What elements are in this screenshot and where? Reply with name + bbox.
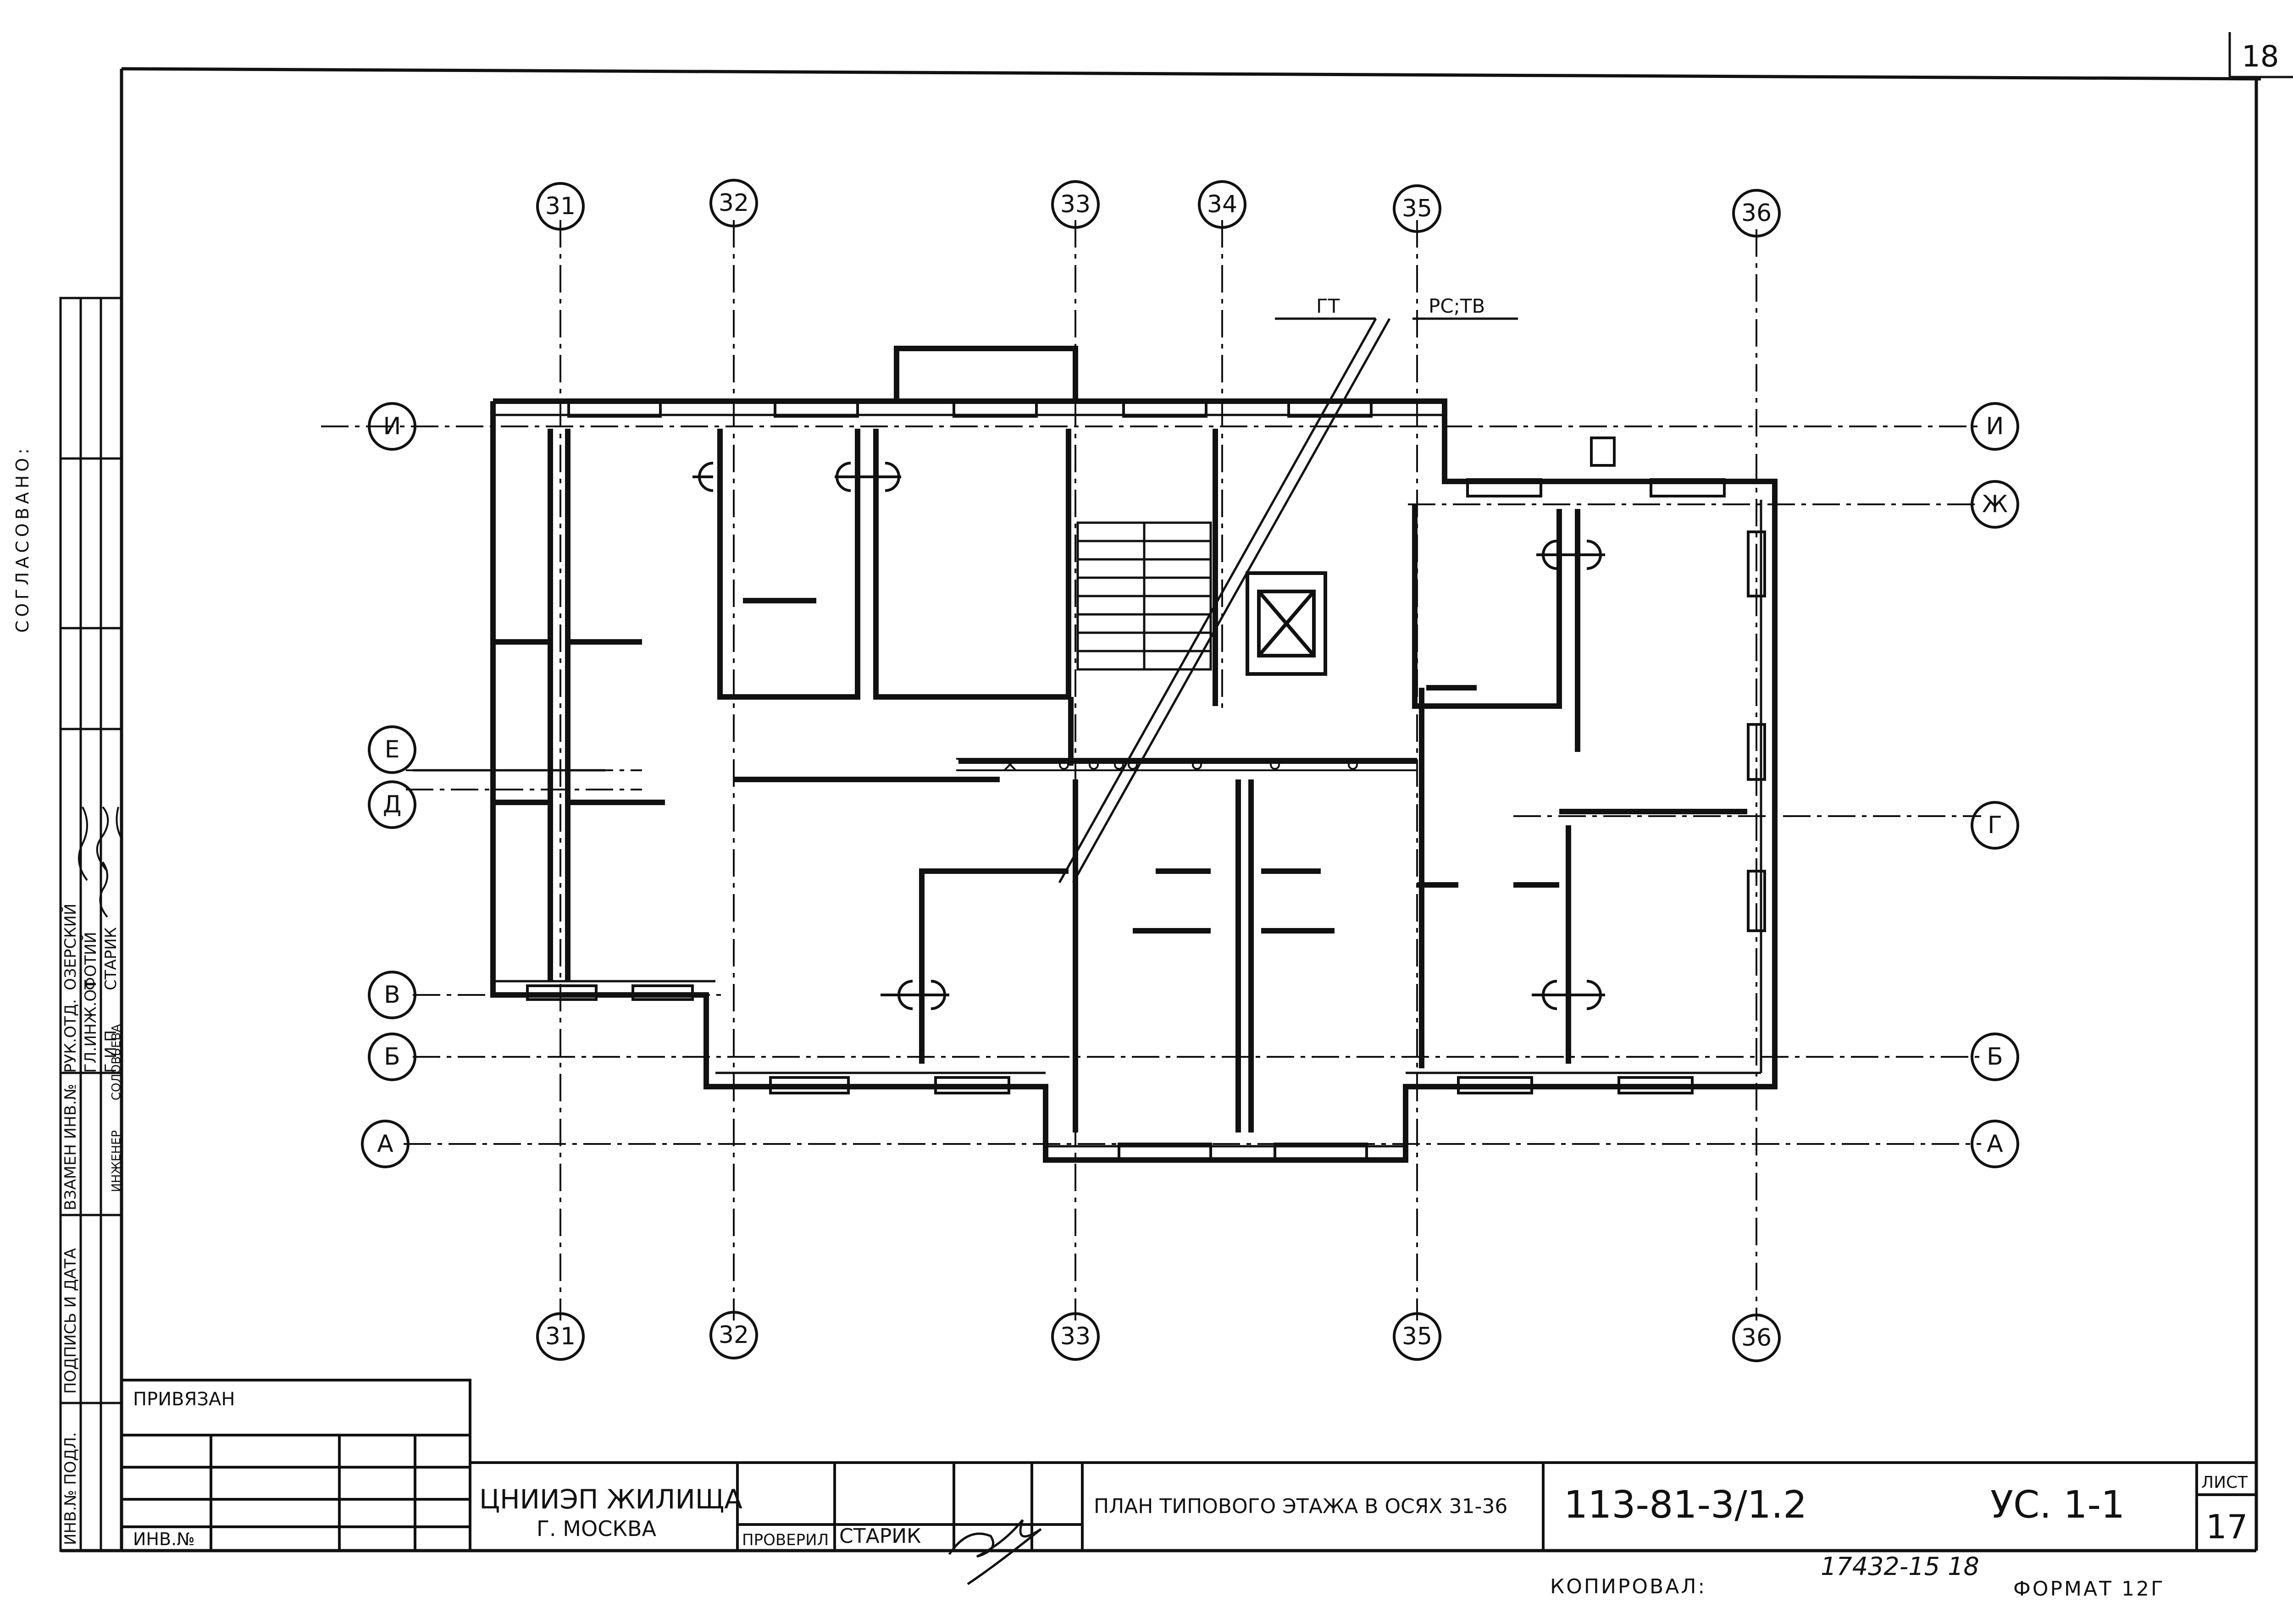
privyazan-inv-label: ИНВ.№ (133, 1529, 195, 1549)
axis-col-bottom-32: 32 (719, 1321, 749, 1349)
column-bubbles-top (536, 179, 1781, 1362)
axis-row-right-g: Г (1988, 812, 2002, 839)
axis-col-top-35: 35 (1402, 195, 1432, 222)
shaft-leaders (1058, 317, 1518, 884)
copied-label: КОПИРОВАЛ: (1550, 1575, 1706, 1598)
door-symbols (692, 462, 1605, 1010)
sheet-number: 17 (2206, 1508, 2248, 1546)
left-stamp (59, 297, 123, 1552)
axis-col-top-32: 32 (719, 189, 749, 217)
sheet-label: ЛИСТ (2201, 1473, 2248, 1492)
order-number: 17432-15 18 (1821, 1552, 1979, 1581)
drawing-mark: УС. 1-1 (1990, 1483, 2125, 1527)
stamp-role-2: ГЛ.ИНЖ.ОТ (82, 980, 100, 1073)
axis-col-bottom-31: 31 (545, 1323, 576, 1350)
axis-row-right-a: А (1987, 1130, 2003, 1158)
approval-heading: СОГЛАСОВАНО: (12, 445, 33, 633)
org-name: ЦНИИЭП ЖИЛИЩА (479, 1484, 742, 1515)
stamp-name-1: ОЗЕРСКИЙ (61, 904, 80, 990)
stamp-podpis-data: ПОДПИСЬ И ДАТА (61, 1248, 80, 1394)
privyazan-block (120, 1379, 471, 1552)
checked-name: СТАРИК (839, 1525, 921, 1548)
axis-row-left-d: Д (383, 791, 402, 818)
axis-row-left-b: Б (384, 1043, 400, 1071)
stamp-role-1: РУК.ОТД. (61, 999, 80, 1073)
axis-col-bottom-35: 35 (1402, 1323, 1432, 1350)
stamp-role-3: Г И П (102, 1030, 120, 1073)
row-bubbles (361, 402, 2019, 1168)
privyazan-label: ПРИВЯЗАН (133, 1389, 235, 1410)
org-city: Г. МОСКВА (537, 1516, 657, 1541)
axis-col-top-34: 34 (1207, 191, 1237, 218)
shaft-label-rs-tv: РС;ТВ (1429, 295, 1485, 317)
axis-row-left-e: Е (385, 736, 400, 763)
stamp-vzamen-inv: ВЗАМЕН ИНВ.№ (61, 1084, 80, 1210)
stamp-role-4: ИНЖЕНЕР (110, 1130, 123, 1192)
axis-row-right-zh: Ж (1982, 491, 2008, 518)
axis-row-left-i: И (383, 413, 401, 440)
stamp-signatures (78, 806, 123, 918)
axis-col-top-33: 33 (1060, 191, 1091, 218)
stamp-rows: РУК.ОТД. ОЗЕРСКИЙ ГЛ.ИНЖ.ОТ ФОТИЙ Г И П … (61, 904, 123, 1545)
column-labels: 31 32 33 34 35 36 31 32 33 35 36 (545, 189, 1772, 1352)
axis-col-bottom-36: 36 (1741, 1324, 1772, 1352)
axis-col-bottom-33: 33 (1060, 1323, 1091, 1350)
stamp-name-4: СОЛОВЬЕВА (110, 1024, 123, 1100)
axis-row-right-i: И (1986, 413, 2004, 440)
stamp-name-3: СТАРИК (102, 927, 120, 990)
sheet-corner-number: 18 (2242, 40, 2279, 74)
stamp-name-2: ФОТИЙ (81, 932, 100, 990)
stamp-inv-podl: ИНВ.№ ПОДЛ. (61, 1432, 80, 1545)
axis-row-right-b: Б (1987, 1043, 2003, 1071)
shaft-label-gt: ГТ (1316, 295, 1340, 317)
axis-row-left-a: А (377, 1130, 393, 1158)
axis-col-top-31: 31 (545, 193, 576, 220)
row-labels: И Е Д В Б А И Ж Г Б А (377, 413, 2008, 1158)
project-code: 113-81-3/1.2 (1564, 1483, 1807, 1527)
checker-signature (948, 1519, 1042, 1585)
sheet-title: ПЛАН ТИПОВОГО ЭТАЖА В ОСЯХ 31-36 (1094, 1495, 1507, 1518)
axis-row-left-v: В (384, 981, 400, 1009)
riser-pipes (956, 758, 1417, 771)
axis-col-top-36: 36 (1741, 199, 1772, 227)
format-label: ФОРМАТ 12Г (2013, 1577, 2165, 1601)
elevator-shaft (1246, 571, 1327, 676)
title-block (469, 1461, 2256, 1551)
building-walls (490, 346, 1778, 1163)
checked-label: ПРОВЕРИЛ (742, 1531, 829, 1549)
